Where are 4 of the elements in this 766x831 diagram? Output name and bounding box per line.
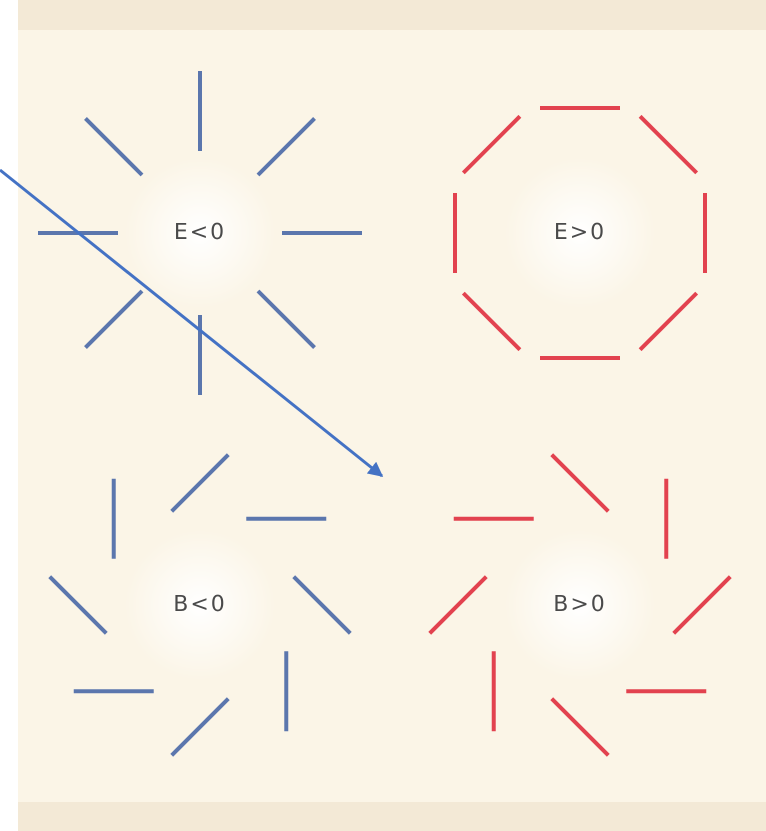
mode-label: E>0: [552, 219, 608, 247]
mode-label: B<0: [172, 591, 228, 619]
mode-label: B>0: [552, 591, 608, 619]
mode-label: E<0: [172, 219, 228, 247]
